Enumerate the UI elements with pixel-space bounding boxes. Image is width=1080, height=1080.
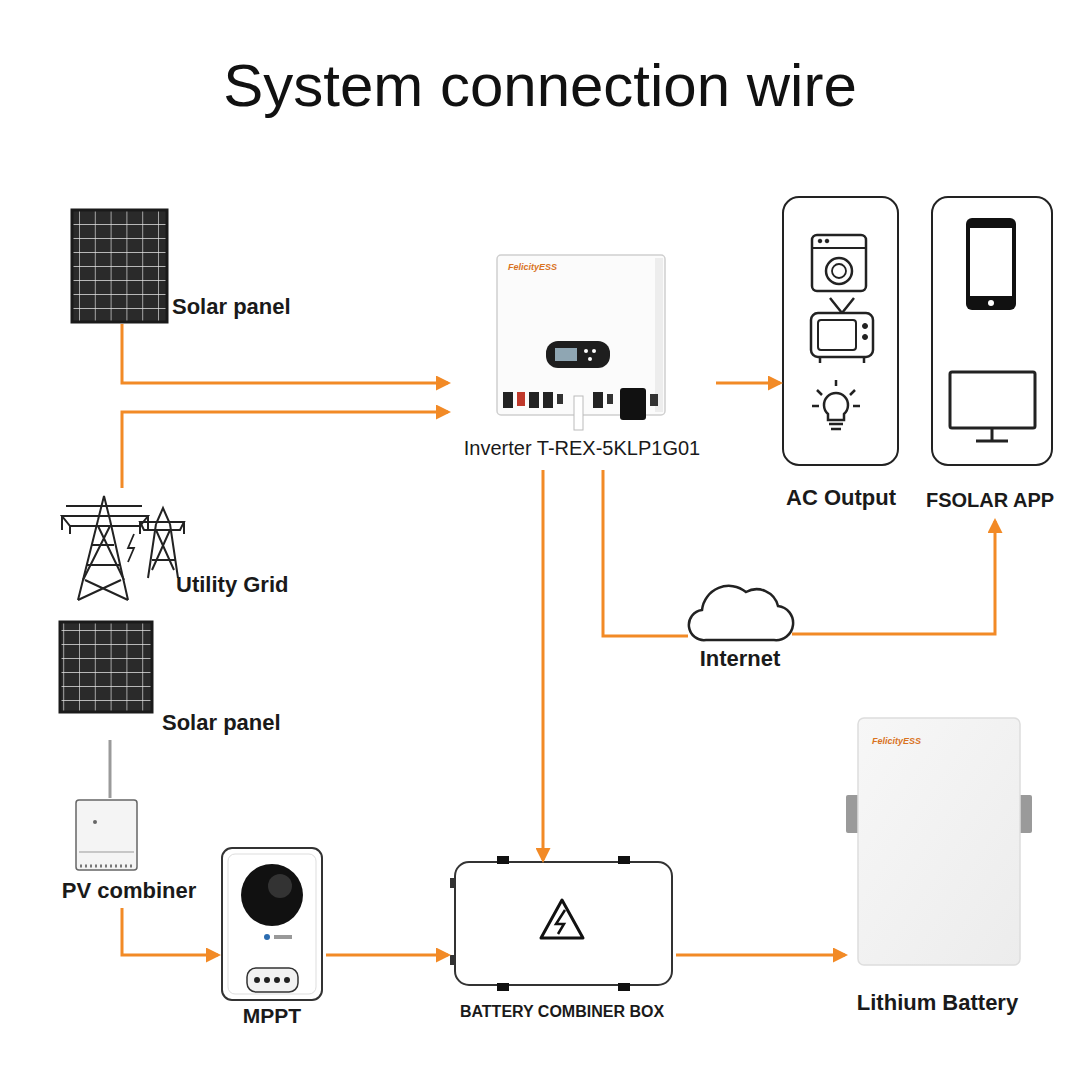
connector-arrow — [109, 740, 112, 798]
ac-load-panel — [783, 197, 898, 465]
brand-logo: FelicityESS — [508, 262, 557, 273]
device-node: Utility Grid — [58, 488, 296, 602]
solar-panel-symbol — [72, 210, 167, 322]
connector-arrow — [326, 954, 448, 957]
device-node: PV combiner — [58, 798, 200, 908]
connector-arrow — [122, 324, 448, 383]
diagram-title: System connection wire — [0, 50, 1080, 122]
lightning-symbol — [128, 534, 134, 562]
connector-arrow — [676, 954, 845, 957]
device-node: Solar panel — [58, 620, 288, 740]
inverter-device — [497, 255, 665, 430]
node-label: PV combiner — [58, 878, 200, 904]
device-node: Inverter T-REX-5KLP1G01 — [448, 252, 716, 470]
device-node: FSOLAR APP — [922, 195, 1058, 521]
node-label: Utility Grid — [176, 572, 296, 598]
cloud-symbol — [689, 586, 793, 640]
battery-device — [846, 718, 1032, 965]
battery-combiner-device — [450, 856, 672, 991]
device-node: MPPT — [218, 845, 326, 1035]
connector-arrow — [122, 412, 448, 488]
connector-arrow — [542, 470, 545, 860]
app-panel — [932, 197, 1052, 465]
device-node: Solar panel — [70, 208, 300, 324]
node-label: Solar panel — [172, 294, 300, 320]
brand-logo: FelicityESS — [872, 736, 921, 747]
connector-arrow — [603, 470, 688, 636]
node-label: MPPT — [218, 1003, 326, 1028]
grid-tower-symbol — [62, 496, 184, 600]
node-label: Lithium Battery — [845, 990, 1030, 1016]
node-label: Solar panel — [162, 710, 288, 736]
device-node: Internet — [688, 580, 792, 676]
pv-combiner-device — [76, 800, 137, 870]
node-label: FSOLAR APP — [922, 488, 1058, 512]
connector-arrow — [716, 382, 780, 385]
connector-arrow — [792, 521, 995, 634]
node-label: AC Output — [780, 485, 902, 511]
device-node: Lithium Battery — [845, 716, 1030, 1026]
mppt-device — [222, 848, 322, 1000]
device-node: BATTERY COMBINER BOX — [448, 860, 676, 1026]
device-node: AC Output — [780, 195, 902, 519]
connector-arrow — [122, 908, 218, 955]
node-label: Inverter T-REX-5KLP1G01 — [448, 436, 716, 460]
solar-panel-symbol — [60, 622, 152, 712]
node-label: Internet — [688, 646, 792, 672]
node-label: BATTERY COMBINER BOX — [448, 1002, 676, 1021]
